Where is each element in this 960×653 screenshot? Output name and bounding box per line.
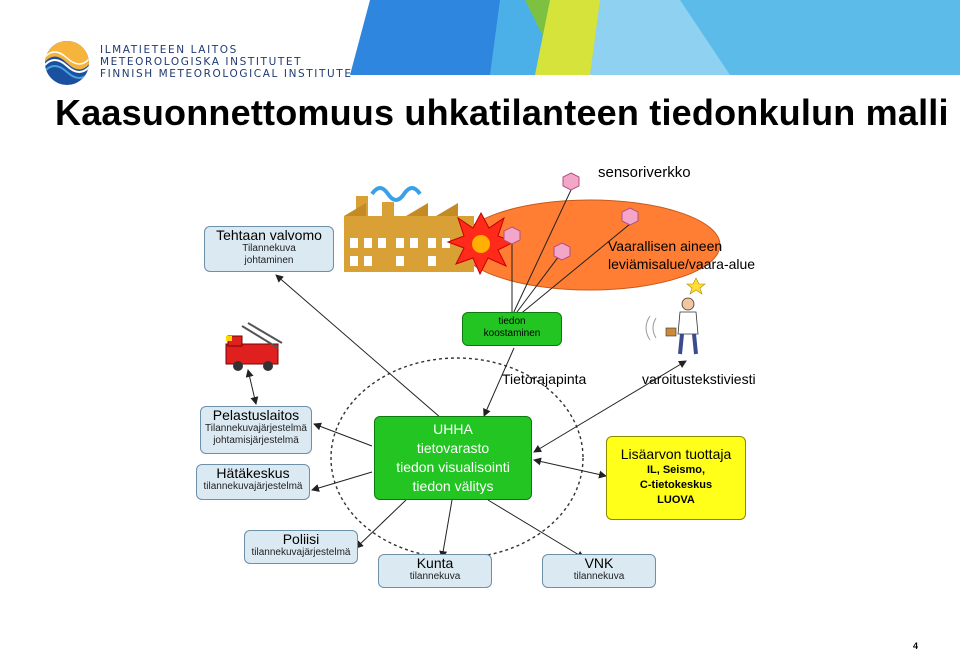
diagram-graphics xyxy=(225,172,721,559)
factory-control-box: Tehtaan valvomo Tilannekuva johtaminen xyxy=(204,226,334,272)
page-number: 4 xyxy=(912,641,918,651)
page-title: Kaasuonnettomuus uhkatilanteen tiedonkul… xyxy=(55,92,949,133)
vnk-box: VNK tilannekuva xyxy=(542,554,656,588)
uhha-line-4: tiedon välitys xyxy=(412,478,494,494)
vnk-title: VNK xyxy=(584,555,614,571)
compilation-line-2: koostaminen xyxy=(483,328,541,339)
factory-icon xyxy=(344,196,474,272)
factory-control-sub-1: Tilannekuva xyxy=(242,243,296,254)
police-sub: tilannekuvajärjestelmä xyxy=(251,547,351,558)
flow-diagram: sensoriverkko Vaarallisen aineen leviämi… xyxy=(196,158,780,588)
police-box: Poliisi tilannekuvajärjestelmä xyxy=(244,530,358,564)
emergency-centre-box: Hätäkeskus tilannekuvajärjestelmä xyxy=(196,464,310,500)
emergency-centre-title: Hätäkeskus xyxy=(216,465,290,481)
value-added-sub-2: C-tietokeskus xyxy=(639,479,713,491)
rescue-service-box: Pelastuslaitos Tilannekuvajärjestelmä jo… xyxy=(200,406,312,454)
compilation-box: tiedon koostaminen xyxy=(462,312,562,346)
logo-line-2: METEOROLOGISKA INSTITUTET xyxy=(100,56,303,68)
uhha-line-2: tietovarasto xyxy=(416,440,490,456)
sensor-network-label: sensoriverkko xyxy=(598,164,691,181)
municipality-title: Kunta xyxy=(416,555,454,571)
value-added-sub-1: IL, Seismo, xyxy=(646,464,706,476)
fmi-logo: ILMATIETEEN LAITOS METEOROLOGISKA INSTIT… xyxy=(44,40,351,86)
rescue-service-sub-1: Tilannekuvajärjestelmä xyxy=(205,423,307,434)
uhha-line-1: UHHA xyxy=(433,421,473,437)
factory-control-title: Tehtaan valvomo xyxy=(216,227,322,243)
value-added-title: Lisäarvon tuottaja xyxy=(620,446,732,462)
rescue-service-sub-2: johtamisjärjestelmä xyxy=(213,435,299,446)
value-added-producer-box: Lisäarvon tuottaja IL, Seismo, C-tietoke… xyxy=(606,436,746,520)
header-banner xyxy=(350,0,960,75)
police-title: Poliisi xyxy=(282,531,320,547)
logo-line-1: ILMATIETEEN LAITOS xyxy=(100,44,238,56)
interface-label: Tietorajapinta xyxy=(502,371,587,387)
municipality-sub: tilannekuva xyxy=(409,571,461,582)
rescue-service-title: Pelastuslaitos xyxy=(212,407,300,423)
value-added-sub-3: LUOVA xyxy=(657,494,695,506)
sensor-links xyxy=(511,189,631,317)
warning-person-icon xyxy=(645,277,706,355)
hazard-area-label-1: Vaarallisen aineen xyxy=(608,238,723,254)
fmi-logo-icon xyxy=(45,41,89,85)
fire-truck-icon xyxy=(225,322,283,371)
vnk-sub: tilannekuva xyxy=(573,571,625,582)
logo-line-3: FINNISH METEOROLOGICAL INSTITUTE xyxy=(100,68,353,80)
connectors xyxy=(245,274,687,559)
uhha-line-3: tiedon visualisointi xyxy=(396,459,510,475)
hazard-area-label-2: leviämisalue/vaara-alue xyxy=(608,256,756,272)
municipality-box: Kunta tilannekuva xyxy=(378,554,492,588)
sensor-icons xyxy=(503,172,639,261)
factory-control-sub-2: johtaminen xyxy=(244,255,294,266)
uhha-box: UHHA tietovarasto tiedon visualisointi t… xyxy=(374,416,532,500)
compilation-line-1: tiedon xyxy=(498,316,526,327)
emergency-centre-sub: tilannekuvajärjestelmä xyxy=(203,481,303,492)
warning-message-label: varoitustekstiviesti xyxy=(642,371,756,387)
smoke-icon xyxy=(370,186,422,202)
